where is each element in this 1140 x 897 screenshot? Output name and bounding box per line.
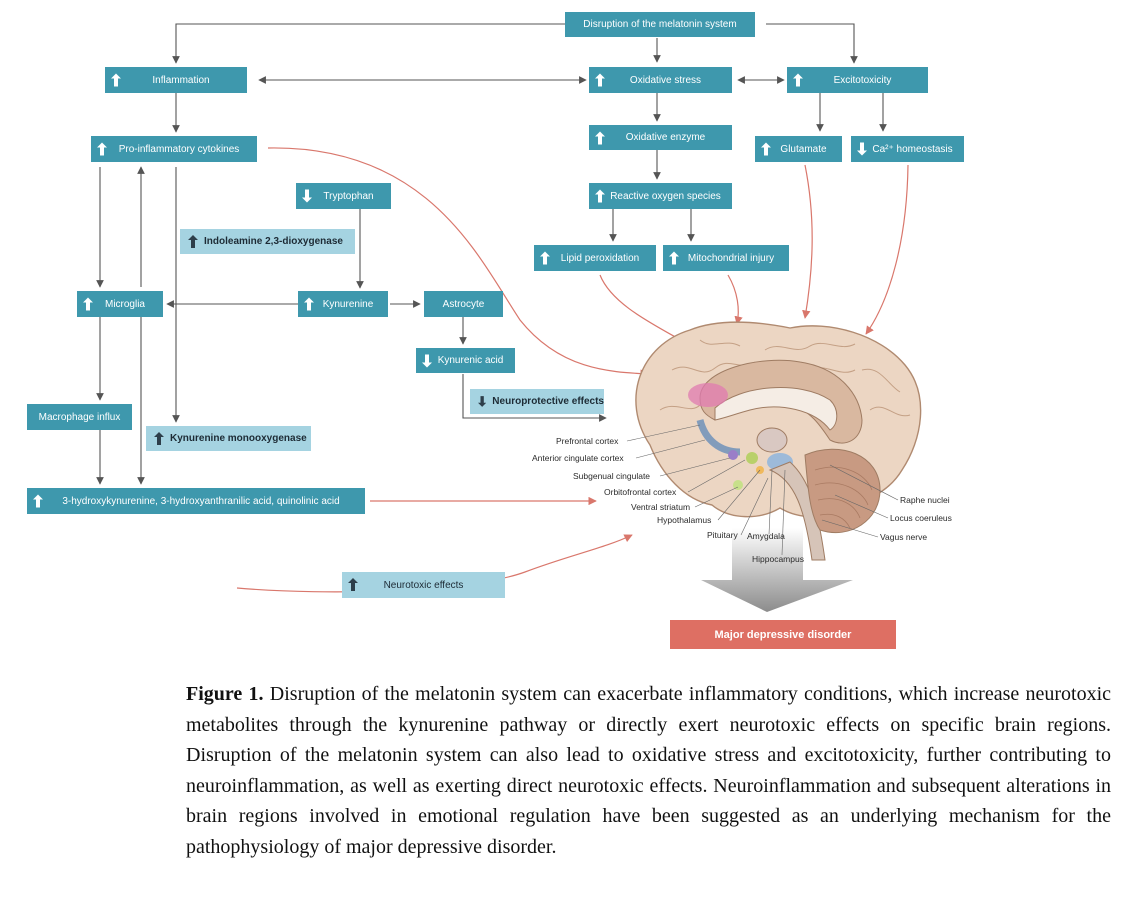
up-arrow-icon [669, 251, 679, 265]
excitotoxicity-node: Excitotoxicity [787, 67, 928, 93]
kynurenic-acid-node: Kynurenic acid [416, 348, 515, 373]
up-arrow-icon [595, 189, 605, 203]
tryptophan-label: Tryptophan [323, 190, 374, 202]
brain-illustration [635, 321, 922, 561]
melatonin-node: Disruption of the melatonin system [565, 12, 755, 37]
down-arrow-icon [478, 396, 487, 407]
kmo-label: Kynurenine monooxygenase [170, 433, 307, 444]
ido-label: Indoleamine 2,3-dioxygenase [204, 236, 343, 247]
caption-text: Disruption of the melatonin system can e… [186, 683, 1112, 858]
microglia-label: Microglia [104, 298, 145, 310]
excitotoxicity-label: Excitotoxicity [833, 74, 892, 86]
oxidative-stress-node: Oxidative stress [589, 67, 732, 93]
label-raphe-nuclei: Raphe nuclei [900, 495, 950, 505]
outcome-label: Major depressive disorder [714, 628, 852, 641]
down-arrow-icon [422, 354, 432, 367]
label-subgenual-cingulate: Subgenual cingulate [573, 471, 651, 481]
label-prefrontal-cortex: Prefrontal cortex [556, 436, 619, 446]
up-arrow-icon [111, 73, 121, 87]
up-arrow-icon [33, 494, 43, 508]
up-arrow-icon [595, 131, 605, 144]
major-depressive-disorder-box: Major depressive disorder [670, 620, 896, 649]
kynurenine-label: Kynurenine [322, 298, 374, 310]
label-hippocampus: Hippocampus [752, 554, 804, 564]
label-orbitofrontal: Orbitofrontal cortex [604, 487, 677, 497]
kynurenine-node: Kynurenine [298, 291, 388, 317]
pro-inflammatory-label: Pro-inflammatory cytokines [118, 143, 240, 155]
kynurenic-acid-label: Kynurenic acid [437, 355, 504, 366]
metabolites-label: 3-hydroxykynurenine, 3-hydroxyanthranili… [62, 495, 340, 507]
ca-homeostasis-label: Ca²⁺ homeostasis [872, 143, 953, 155]
diagram-connectors [96, 23, 922, 612]
lipid-peroxidation-label: Lipid peroxidation [560, 252, 640, 264]
macrophage-influx-node: Macrophage influx [27, 404, 132, 430]
label-vagus-nerve: Vagus nerve [880, 532, 928, 542]
ca-homeostasis-node: Ca²⁺ homeostasis [851, 136, 964, 162]
neurotoxic-label: Neurotoxic effects [383, 579, 464, 591]
glutamate-node: Glutamate [755, 136, 842, 162]
pro-inflammatory-cytokines-node: Pro-inflammatory cytokines [91, 136, 257, 162]
mitochondrial-injury-node: Mitochondrial injury [663, 245, 789, 271]
astrocyte-node: Astrocyte [424, 291, 503, 317]
figure-caption: Figure 1. Disruption of the melatonin sy… [186, 679, 1111, 862]
up-arrow-icon [154, 432, 164, 445]
up-arrow-icon [348, 578, 358, 591]
up-arrow-icon [793, 73, 803, 87]
label-ventral-striatum: Ventral striatum [631, 502, 691, 512]
up-arrow-icon [188, 235, 198, 248]
oxidative-enzyme-label: Oxidative enzyme [625, 132, 706, 143]
down-arrow-icon [302, 189, 312, 203]
oxidative-stress-label: Oxidative stress [629, 74, 702, 86]
ido-node: Indoleamine 2,3-dioxygenase [180, 229, 355, 254]
up-arrow-icon [97, 142, 107, 156]
ros-node: Reactive oxygen species [589, 183, 732, 209]
oxidative-enzyme-node: Oxidative enzyme [589, 125, 732, 150]
kmo-node: Kynurenine monooxygenase [146, 426, 311, 451]
label-hypothalamus: Hypothalamus [657, 515, 712, 525]
inflammation-node: Inflammation [105, 67, 247, 93]
neurotoxic-metabolites-node: 3-hydroxykynurenine, 3-hydroxyanthranili… [27, 488, 365, 514]
macrophage-label: Macrophage influx [38, 411, 121, 423]
up-arrow-icon [595, 73, 605, 87]
caption-label: Figure 1. [186, 683, 264, 705]
melatonin-pathway-diagram: Disruption of the melatonin system Infla… [27, 12, 964, 649]
tryptophan-node: Tryptophan [296, 183, 391, 209]
label-anterior-cingulate: Anterior cingulate cortex [532, 453, 624, 463]
inflammation-label: Inflammation [152, 74, 210, 86]
funnel-arrow [701, 528, 853, 612]
label-locus-coeruleus: Locus coeruleus [890, 513, 952, 523]
lipid-peroxidation-node: Lipid peroxidation [534, 245, 656, 271]
up-arrow-icon [540, 251, 550, 265]
melatonin-label: Disruption of the melatonin system [583, 19, 737, 30]
label-pituitary: Pituitary [707, 530, 738, 540]
label-amygdala: Amygdala [747, 531, 785, 541]
up-arrow-icon [83, 297, 93, 311]
glutamate-label: Glutamate [780, 143, 827, 155]
neuroprotective-label: Neuroprotective effects [492, 396, 604, 407]
neuroprotective-effects-node: Neuroprotective effects [470, 389, 604, 414]
neurotoxic-effects-node: Neurotoxic effects [342, 572, 505, 598]
down-arrow-icon [857, 142, 867, 156]
astrocyte-label: Astrocyte [442, 298, 485, 310]
mitochondrial-injury-label: Mitochondrial injury [687, 252, 775, 264]
up-arrow-icon [304, 297, 314, 311]
ros-label: Reactive oxygen species [610, 190, 721, 202]
up-arrow-icon [761, 142, 771, 156]
microglia-node: Microglia [77, 291, 163, 317]
